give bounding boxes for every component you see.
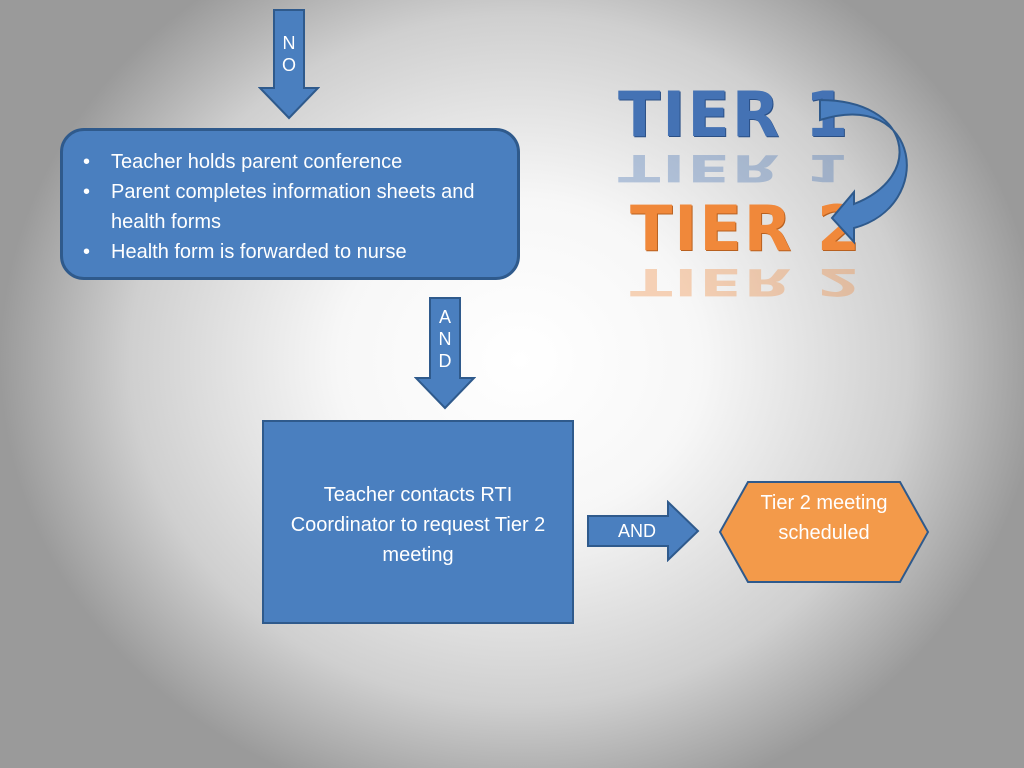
rti-coordinator-box: Teacher contacts RTI Coordinator to requ… xyxy=(262,420,574,624)
rti-coordinator-text: Teacher contacts RTI Coordinator to requ… xyxy=(290,484,546,566)
meeting-scheduled-text: Tier 2 meeting scheduled xyxy=(760,492,888,544)
arrow-label-no: N O xyxy=(281,33,296,75)
list-item: Parent completes information sheets and … xyxy=(83,177,497,237)
bullet-list: Teacher holds parent conference Parent c… xyxy=(63,131,517,267)
tier-1-title: TIER 1 xyxy=(618,78,851,151)
list-item: Health form is forwarded to nurse xyxy=(83,237,497,267)
curved-arrow xyxy=(819,98,908,245)
down-arrow-middle xyxy=(414,297,476,410)
tier-2-reflection: TIER 2 xyxy=(630,259,863,304)
arrow-label-and-horizontal: AND xyxy=(617,521,656,541)
down-arrow-top xyxy=(258,9,320,120)
right-arrow xyxy=(587,500,700,562)
list-item: Teacher holds parent conference xyxy=(83,147,497,177)
meeting-scheduled-hexagon xyxy=(718,481,930,583)
arrow-label-and-vertical: A N D xyxy=(438,307,452,371)
tier-2-title: TIER 2 xyxy=(630,192,863,265)
parent-conference-box: Teacher holds parent conference Parent c… xyxy=(60,128,520,280)
